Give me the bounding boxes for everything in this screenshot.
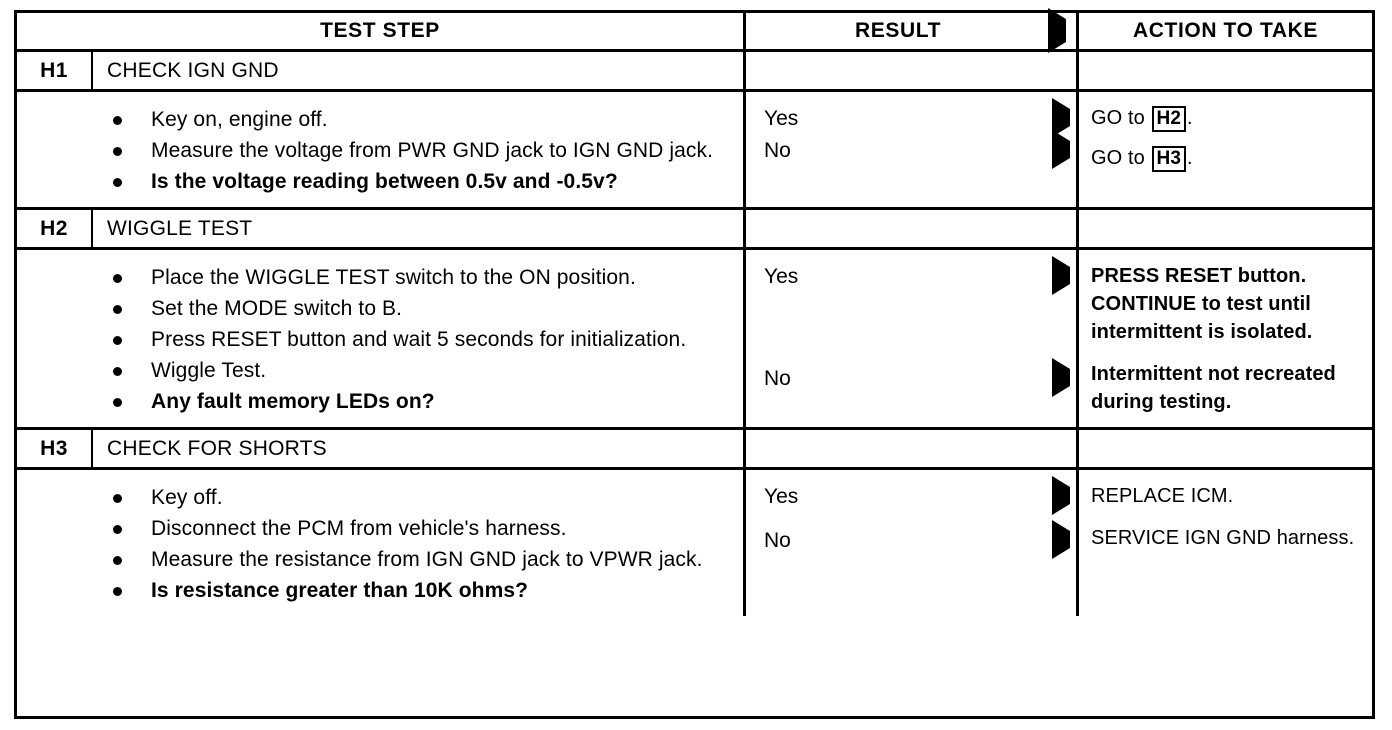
list-item: Is resistance greater than 10K ohms? bbox=[17, 575, 733, 606]
result-label: No bbox=[764, 529, 791, 552]
list-item: Measure the resistance from IGN GND jack… bbox=[17, 544, 733, 575]
step-title-spacer-result-h3 bbox=[743, 430, 1076, 467]
triangle-right-icon bbox=[1048, 8, 1066, 53]
step-title-row-h2: H2 WIGGLE TEST bbox=[17, 210, 1372, 250]
action-text-yes-h1: GO to H2. bbox=[1091, 104, 1364, 132]
action-text-no-h2: Intermittent not recreated during testin… bbox=[1091, 363, 1336, 413]
list-item: Disconnect the PCM from vehicle's harnes… bbox=[17, 513, 733, 544]
step-reference-link[interactable]: H3 bbox=[1151, 146, 1187, 172]
list-item: Key on, engine off. bbox=[17, 104, 733, 135]
list-item: Press RESET button and wait 5 seconds fo… bbox=[17, 324, 733, 355]
result-label: Yes bbox=[764, 265, 799, 288]
triangle-right-icon bbox=[1052, 358, 1070, 397]
list-item: Place the WIGGLE TEST switch to the ON p… bbox=[17, 262, 733, 293]
step-content-row-h2: Place the WIGGLE TEST switch to the ON p… bbox=[17, 250, 1372, 430]
result-line-yes-h3: Yes bbox=[746, 476, 1076, 515]
step-id-h3: H3 bbox=[40, 436, 68, 460]
action-column-h2: PRESS RESET button. CONTINUE to test unt… bbox=[1076, 250, 1372, 427]
list-item: Set the MODE switch to B. bbox=[17, 293, 733, 324]
action-text-yes-h3: REPLACE ICM. bbox=[1091, 485, 1234, 507]
bullet-list-h3: Key off. Disconnect the PCM from vehicle… bbox=[17, 482, 733, 606]
action-column-h3: REPLACE ICM. SERVICE IGN GND harness. bbox=[1076, 470, 1372, 616]
header-result-cell: RESULT bbox=[743, 8, 1076, 53]
list-item: Is the voltage reading between 0.5v and … bbox=[17, 166, 733, 197]
action-prefix: GO to bbox=[1091, 107, 1151, 129]
step-title-spacer-result-h2 bbox=[743, 210, 1076, 247]
step-content-row-h3: Key off. Disconnect the PCM from vehicle… bbox=[17, 470, 1372, 616]
triangle-right-icon bbox=[1052, 98, 1070, 137]
step-content-row-h1: Key on, engine off. Measure the voltage … bbox=[17, 92, 1372, 210]
action-prefix: GO to bbox=[1091, 147, 1151, 169]
result-line-yes-h1: Yes bbox=[746, 98, 1076, 137]
step-title-h2: WIGGLE TEST bbox=[91, 210, 743, 247]
table-header-row: TEST STEP RESULT ACTION TO TAKE bbox=[17, 8, 1372, 53]
list-item: Wiggle Test. bbox=[17, 355, 733, 386]
bullet-list-h2: Place the WIGGLE TEST switch to the ON p… bbox=[17, 262, 733, 417]
result-label: Yes bbox=[764, 107, 799, 130]
result-line-yes-h2: Yes bbox=[746, 256, 1076, 295]
header-action-to-take: ACTION TO TAKE bbox=[1076, 13, 1372, 49]
step-instructions-h3: Key off. Disconnect the PCM from vehicle… bbox=[17, 470, 743, 616]
header-result-label: RESULT bbox=[854, 19, 942, 42]
list-item: Measure the voltage from PWR GND jack to… bbox=[17, 135, 733, 166]
result-column-h3: Yes No bbox=[743, 470, 1076, 616]
triangle-right-icon bbox=[1052, 256, 1070, 295]
step-title-spacer-action-h2 bbox=[1076, 210, 1372, 247]
action-text-no-h3: SERVICE IGN GND harness. bbox=[1091, 527, 1355, 549]
step-instructions-h2: Place the WIGGLE TEST switch to the ON p… bbox=[17, 250, 743, 427]
step-reference-link[interactable]: H2 bbox=[1151, 106, 1187, 132]
triangle-right-icon bbox=[1052, 520, 1070, 559]
step-id-h2: H2 bbox=[40, 216, 68, 240]
step-title-row-h1: H1 CHECK IGN GND bbox=[17, 52, 1372, 92]
result-column-h1: Yes No bbox=[743, 92, 1076, 207]
action-suffix: . bbox=[1187, 147, 1193, 169]
result-label: No bbox=[764, 367, 791, 390]
result-line-no-h1: No bbox=[746, 130, 1076, 169]
triangle-right-icon bbox=[1052, 130, 1070, 169]
bullet-list-h1: Key on, engine off. Measure the voltage … bbox=[17, 104, 733, 197]
action-text-no-h1: GO to H3. bbox=[1091, 144, 1364, 172]
header-test-step: TEST STEP bbox=[320, 19, 440, 42]
step-instructions-h1: Key on, engine off. Measure the voltage … bbox=[17, 92, 743, 207]
action-suffix: . bbox=[1187, 107, 1193, 129]
list-item: Any fault memory LEDs on? bbox=[17, 386, 733, 417]
triangle-right-icon bbox=[1052, 476, 1070, 515]
diagnostic-pinpoint-test-table: TEST STEP RESULT ACTION TO TAKE H1 CHECK… bbox=[14, 8, 1375, 719]
step-title-spacer-result-h1 bbox=[743, 52, 1076, 89]
step-id-h1: H1 bbox=[40, 58, 68, 82]
action-text-yes-h2: PRESS RESET button. CONTINUE to test unt… bbox=[1091, 265, 1313, 343]
result-line-no-h3: No bbox=[746, 520, 1076, 559]
result-column-h2: Yes No bbox=[743, 250, 1076, 427]
result-label: No bbox=[764, 139, 791, 162]
step-title-h1: CHECK IGN GND bbox=[91, 52, 743, 89]
step-title-spacer-action-h1 bbox=[1076, 52, 1372, 89]
result-line-no-h2: No bbox=[746, 358, 1076, 397]
action-column-h1: GO to H2. GO to H3. bbox=[1076, 92, 1372, 207]
step-title-h3: CHECK FOR SHORTS bbox=[91, 430, 743, 467]
result-label: Yes bbox=[764, 485, 799, 508]
step-title-spacer-action-h3 bbox=[1076, 430, 1372, 467]
step-title-row-h3: H3 CHECK FOR SHORTS bbox=[17, 430, 1372, 470]
list-item: Key off. bbox=[17, 482, 733, 513]
